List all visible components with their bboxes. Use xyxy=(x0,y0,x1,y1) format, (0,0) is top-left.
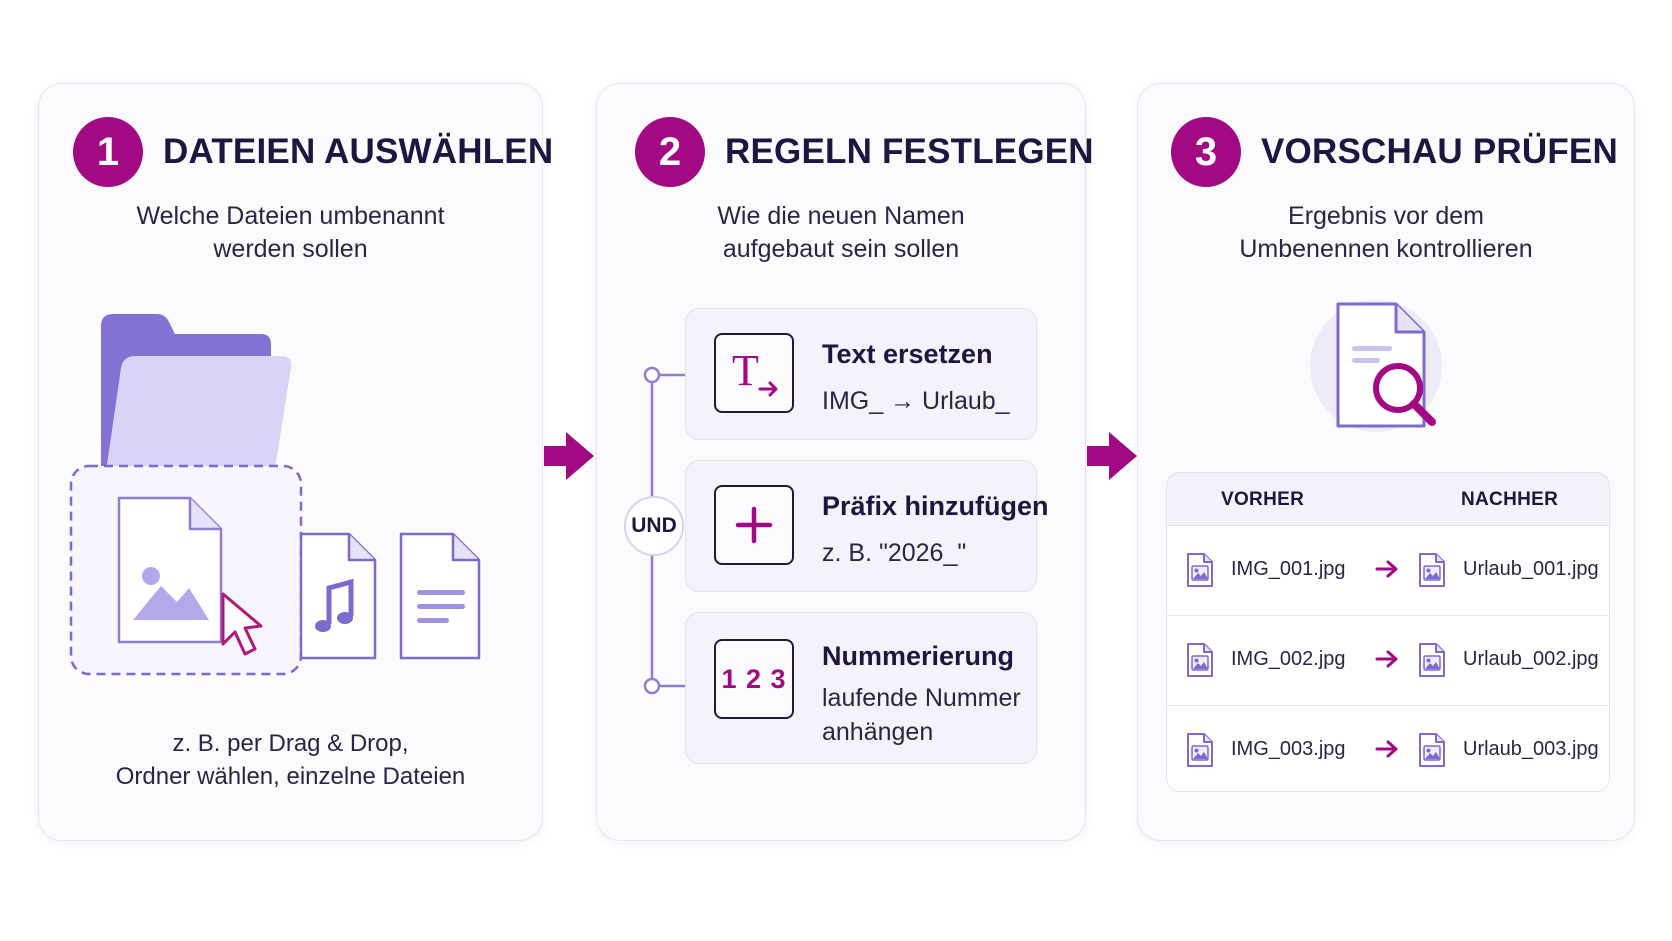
cursor-icon xyxy=(221,592,263,656)
rule-detail: IMG_ → Urlaub_ xyxy=(822,387,1010,415)
table-header: VORHER NACHHER xyxy=(1167,473,1609,526)
step-1-title: DATEIEN AUSWÄHLEN xyxy=(163,132,554,171)
und-connector-label: UND xyxy=(624,496,684,556)
step-3-panel: 3 VORSCHAU PRÜFEN Ergebnis vor dem Umben… xyxy=(1137,83,1635,841)
filename-after: Urlaub_002.jpg xyxy=(1463,648,1599,670)
flow-arrow-icon xyxy=(1087,430,1137,482)
image-file-icon xyxy=(1417,732,1447,768)
filename-after: Urlaub_001.jpg xyxy=(1463,558,1599,580)
step-3-title: VORSCHAU PRÜFEN xyxy=(1261,132,1618,171)
rule-card-prefix[interactable]: Präfix hinzufügen z. B. "2026_" xyxy=(685,460,1049,592)
step-3-subtitle: Ergebnis vor dem Umbenennen kontrolliere… xyxy=(1239,202,1533,263)
numbering-icon: 1 2 3 xyxy=(714,639,794,719)
music-file-icon xyxy=(299,532,377,660)
rule-title: Text ersetzen xyxy=(822,339,993,369)
step-number: 3 xyxy=(1194,129,1218,174)
svg-text:T: T xyxy=(732,346,759,395)
step-2-badge: 2 xyxy=(635,117,705,187)
filename-before: IMG_003.jpg xyxy=(1231,738,1346,760)
step-1-subtitle: Welche Dateien umbenannt werden sollen xyxy=(136,202,445,263)
image-file-icon xyxy=(1417,642,1447,678)
rule-card-numbering[interactable]: 1 2 3 Nummerierung laufende Nummer anhän… xyxy=(685,612,1037,764)
step-1-footnote: z. B. per Drag & Drop, Ordner wählen, ei… xyxy=(115,730,466,790)
filename-after: Urlaub_003.jpg xyxy=(1463,738,1599,760)
header-before: VORHER xyxy=(1221,489,1305,510)
table-row: IMG_003.jpg Urlaub_003.jpg xyxy=(1167,706,1609,792)
flow-arrow-icon xyxy=(544,430,594,482)
rule-detail: z. B. "2026_" xyxy=(822,539,967,567)
arrow-right-icon xyxy=(1375,740,1401,758)
step-2-subtitle: Wie die neuen Namen aufgebaut sein solle… xyxy=(717,202,965,263)
rule-title: Präfix hinzufügen xyxy=(822,491,1049,521)
file-selection-illustration xyxy=(69,314,481,676)
preview-table: VORHER NACHHER IMG_001.jpg Urlaub_001.jp… xyxy=(1166,472,1610,792)
step-number: 2 xyxy=(658,129,682,174)
image-file-icon xyxy=(117,496,223,644)
step-number: 1 xyxy=(96,129,120,174)
step-2-panel: 2 REGELN FESTLEGEN Wie die neuen Namen a… xyxy=(596,83,1094,841)
arrow-right-icon xyxy=(1375,650,1401,668)
text-replace-icon: T xyxy=(714,333,794,413)
filename-before: IMG_001.jpg xyxy=(1231,558,1346,580)
document-search-icon xyxy=(1310,300,1442,432)
rule-detail: laufende Nummer anhängen xyxy=(822,684,1021,746)
rule-title: Nummerierung xyxy=(822,641,1015,671)
plus-icon xyxy=(714,485,794,565)
header-after: NACHHER xyxy=(1461,489,1559,510)
text-file-icon xyxy=(399,532,481,660)
rule-card-text-replace[interactable]: T Text ersetzen IMG_ → Urlaub_ xyxy=(685,308,1037,440)
step-1-badge: 1 xyxy=(73,117,143,187)
table-row: IMG_001.jpg Urlaub_001.jpg xyxy=(1167,526,1609,616)
image-file-icon xyxy=(1185,552,1215,588)
table-row: IMG_002.jpg Urlaub_002.jpg xyxy=(1167,616,1609,706)
step-3-badge: 3 xyxy=(1171,117,1241,187)
arrow-right-icon xyxy=(1375,560,1401,578)
step-1-panel: 1 DATEIEN AUSWÄHLEN Welche Dateien umben… xyxy=(38,83,553,841)
image-file-icon xyxy=(1417,552,1447,588)
filename-before: IMG_002.jpg xyxy=(1231,648,1346,670)
step-2-title: REGELN FESTLEGEN xyxy=(725,132,1094,171)
image-file-icon xyxy=(1185,642,1215,678)
image-file-icon xyxy=(1185,732,1215,768)
